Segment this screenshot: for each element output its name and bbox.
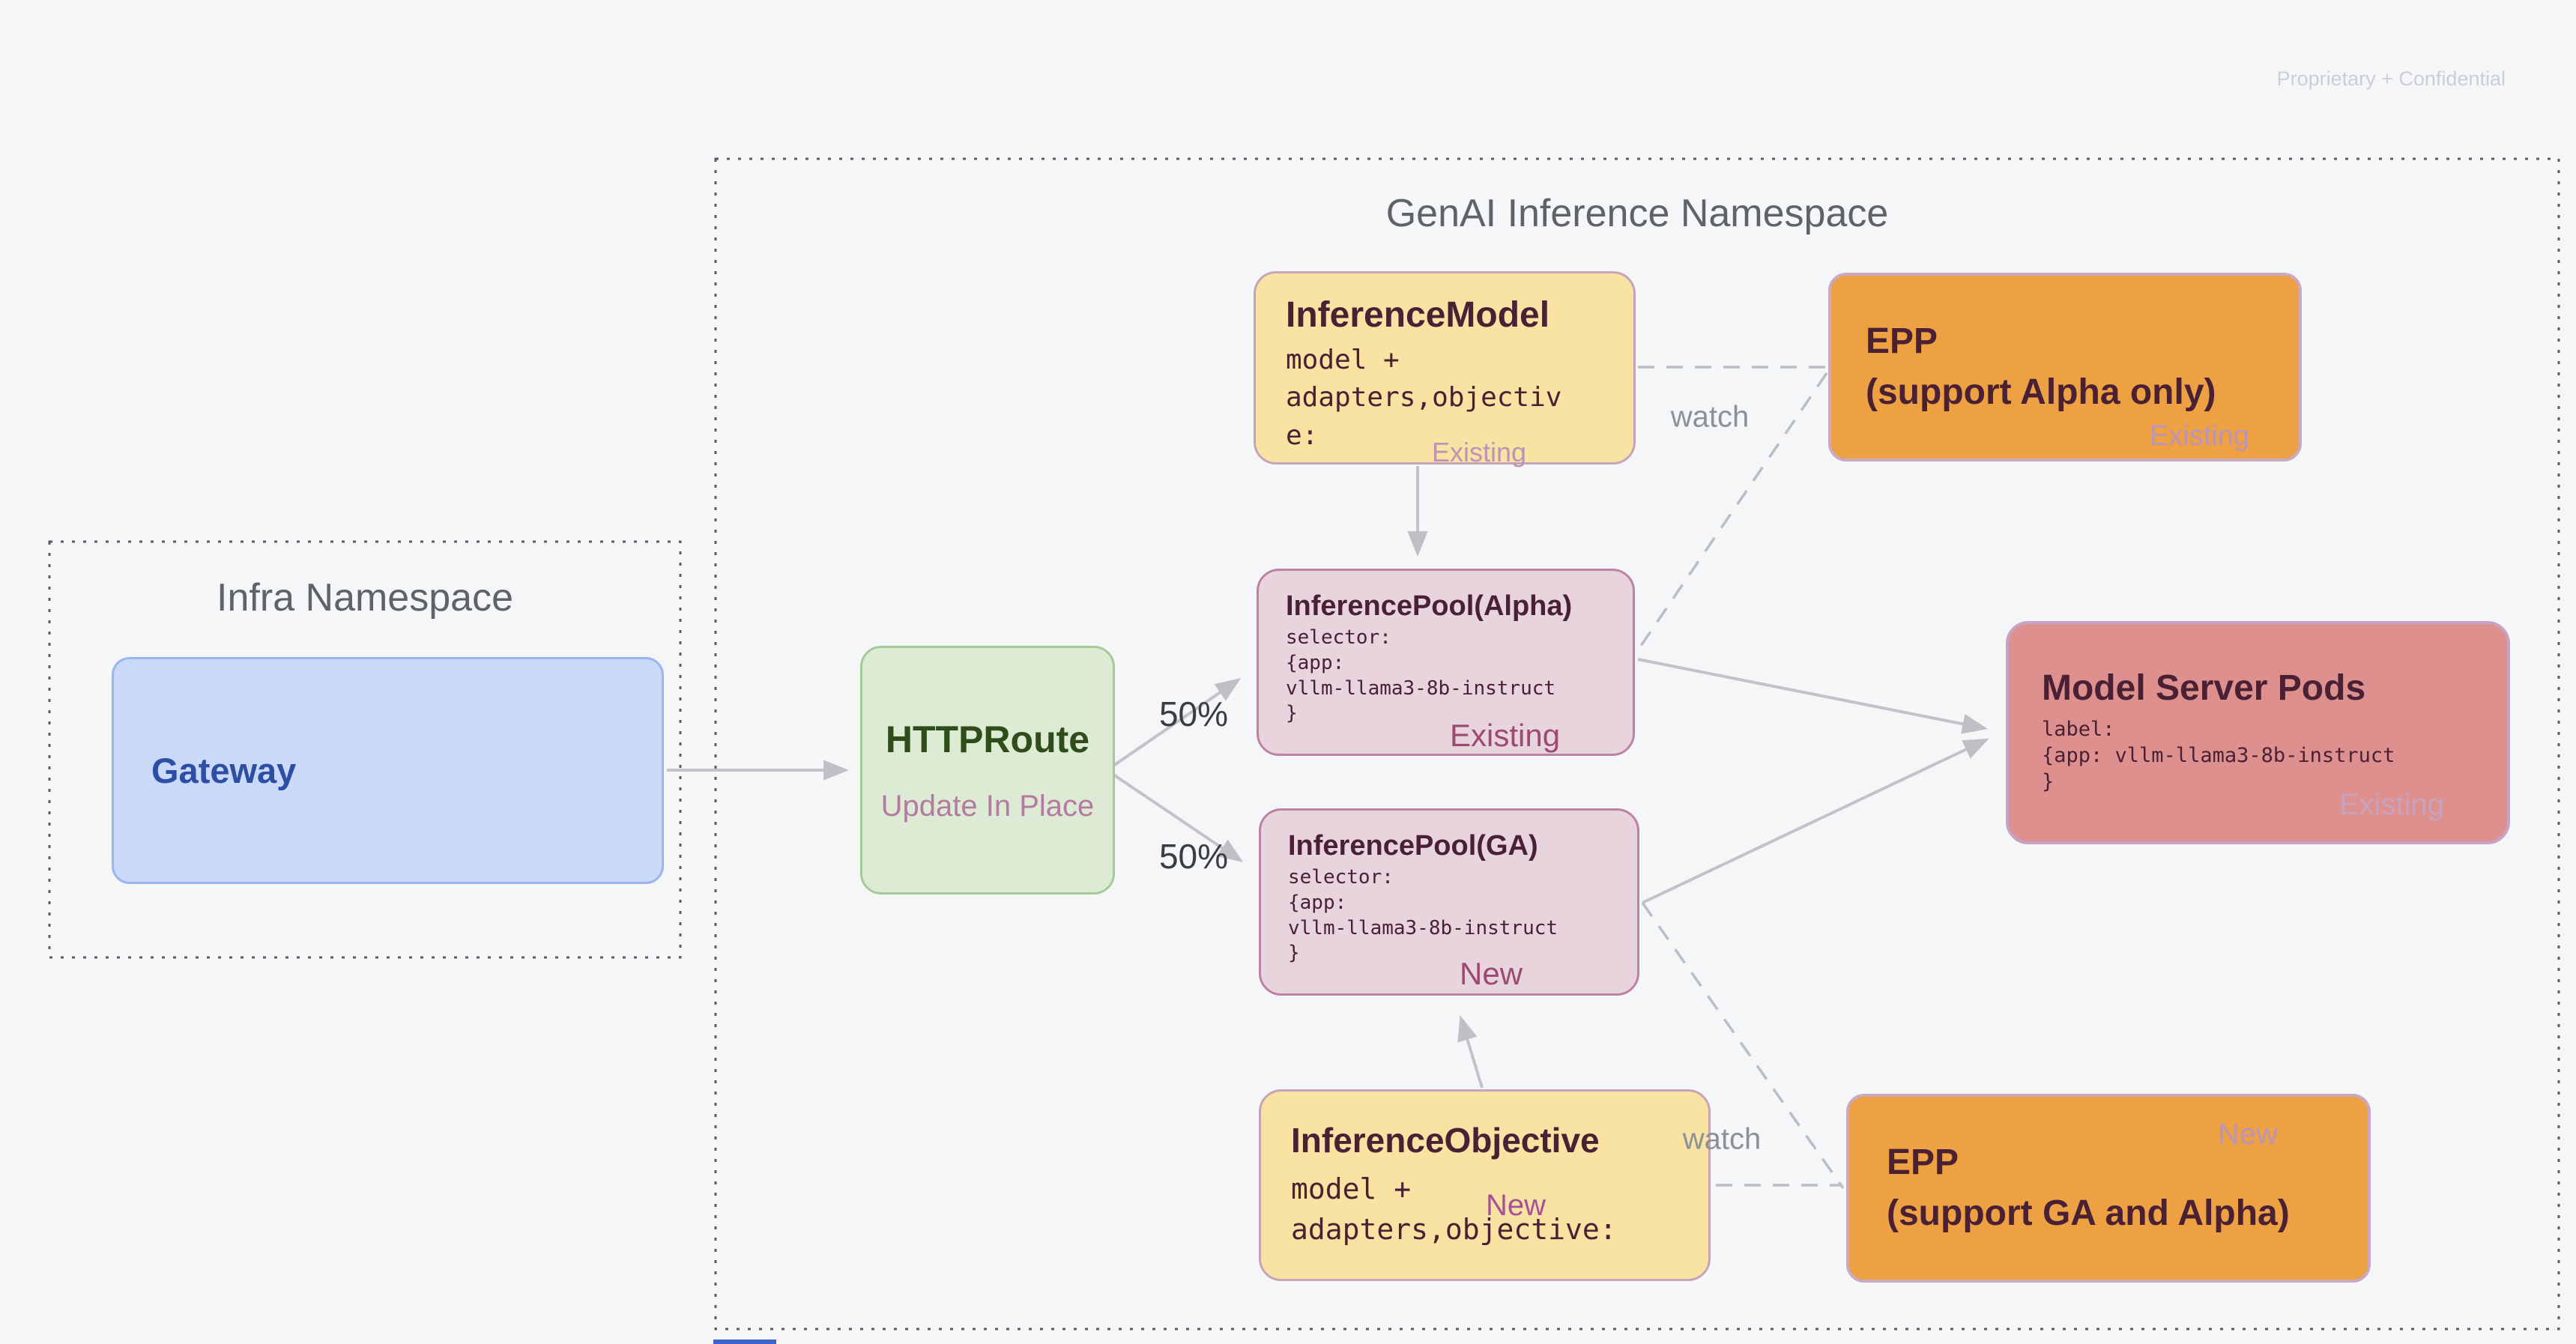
confidential-footer: Proprietary + Confidential [2276,67,2506,90]
edge-pool-ga-pods [1642,738,1989,904]
code-line: {app: [1288,891,1347,914]
code-line: e: [1286,420,1319,451]
inference-objective-status-badge: New [1486,1189,1546,1222]
watch-eppga-pool-ga [1641,901,1845,1190]
node-inference-pool-alpha: InferencePool(Alpha) selector: {app: vll… [1257,569,1635,756]
watch-label-top: watch [1670,400,1750,434]
infra-namespace-title: Infra Namespace [217,576,513,620]
edge-weight-bottom: 50% [1158,837,1229,876]
node-inference-objective: InferenceObjective model + adapters,obje… [1259,1089,1711,1281]
pool-ga-spec: selector: {app: vllm-llama3-8b-instruct … [1288,865,1637,966]
genai-namespace-border [714,157,2560,1331]
epp-ga-title-line2: (support GA and Alpha) [1887,1193,2290,1233]
inference-objective-title: InferenceObjective [1291,1121,1600,1160]
pods-status-badge: Existing [2338,788,2444,821]
pods-spec: label: {app: vllm-llama3-8b-instruct } [2042,716,2507,795]
code-line: } [1286,702,1298,725]
edge-pool-alpha-pods [1637,658,1989,734]
code-line: model + [1291,1172,1412,1205]
epp-ga-status-badge: New [2217,1118,2278,1151]
epp-ga-title-line1: EPP [1887,1142,1959,1182]
code-line: adapters,objective: [1291,1212,1617,1246]
code-line: vllm-llama3-8b-instruct [1288,916,1558,939]
code-line: selector: [1286,626,1391,649]
pods-title: Model Server Pods [2042,668,2366,708]
edge-inferenceobjective-pool-ga [1457,1015,1484,1089]
edge-httproute-pool-alpha [1112,678,1242,767]
genai-namespace-title: GenAI Inference Namespace [1385,192,1889,235]
pool-alpha-status-badge: Existing [1450,718,1561,753]
node-model-server-pods: Model Server Pods label: {app: vllm-llam… [2006,621,2510,844]
node-epp-alpha: EPP (support Alpha only) Existing [1828,273,2302,461]
code-line: model + [1286,345,1400,375]
pool-alpha-spec: selector: {app: vllm-llama3-8b-instruct … [1286,626,1633,727]
edge-weight-top: 50% [1158,694,1229,733]
inference-model-spec: model + adapters,objectiv e: [1286,342,1585,455]
inference-objective-spec: model + adapters,objective: [1291,1169,1708,1250]
epp-alpha-title-line2: (support Alpha only) [1866,372,2216,412]
epp-alpha-status-badge: Existing [2149,420,2249,452]
infra-namespace-border [48,540,682,959]
bottom-blue-edge-mark [713,1340,776,1344]
code-line: label: [2042,718,2115,741]
pool-ga-title: InferencePool(GA) [1288,830,1538,862]
code-line: {app: vllm-llama3-8b-instruct [2042,744,2395,768]
node-inference-pool-ga: InferencePool(GA) selector: {app: vllm-l… [1259,808,1639,996]
pool-alpha-title: InferencePool(Alpha) [1286,590,1573,622]
node-epp-ga: EPP (support GA and Alpha) New [1846,1094,2371,1283]
edge-httproute-pool-ga [1112,773,1244,862]
code-line: selector: [1288,866,1394,889]
code-line: } [1288,942,1300,965]
inference-model-title: InferenceModel [1286,295,1550,335]
httproute-title: HTTPRoute [885,718,1090,760]
code-line: adapters,objectiv [1286,382,1562,414]
code-line: vllm-llama3-8b-instruct [1286,676,1556,700]
gateway-title: Gateway [151,751,297,790]
node-httproute: HTTPRoute Update In Place [860,646,1115,895]
code-line: } [2042,770,2055,794]
code-line: {app: [1286,651,1345,674]
httproute-subtitle: Update In Place [880,789,1095,823]
node-inference-model: InferenceModel model + adapters,objectiv… [1254,271,1636,467]
node-gateway: Gateway [112,657,664,884]
epp-alpha-title-line1: EPP [1866,321,1938,361]
watch-label-bottom: watch [1682,1122,1762,1156]
inference-model-status-badge: Existing [1432,437,1527,467]
pool-ga-status-badge: New [1460,956,1523,991]
